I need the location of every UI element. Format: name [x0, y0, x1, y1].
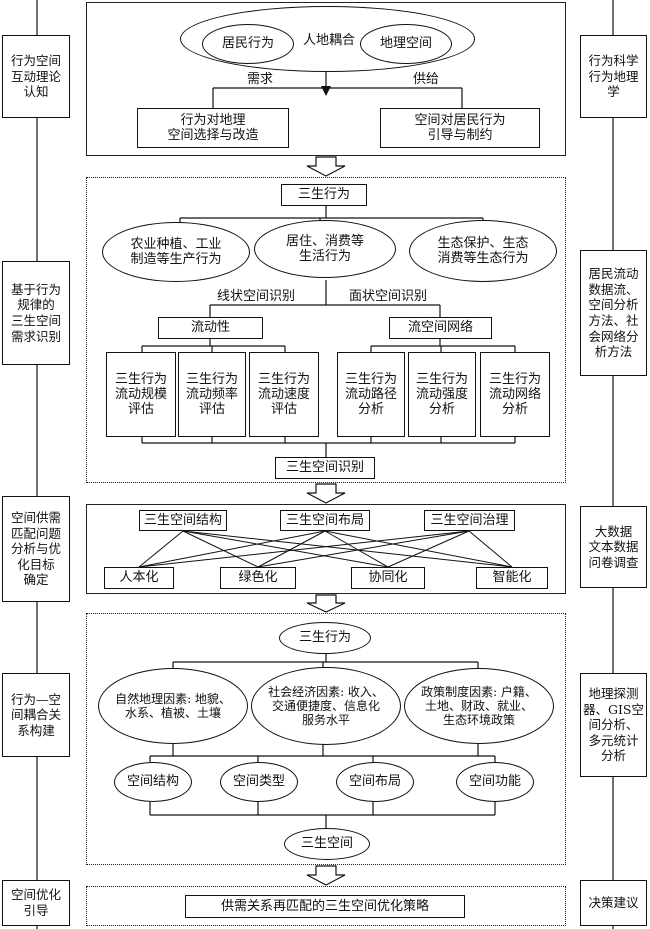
- s4-behavior-ellipse: 三生行为: [279, 622, 371, 654]
- s1-down-arrowhead: [321, 86, 331, 96]
- s3-space-governance-box: 三生空间治理: [424, 510, 515, 531]
- s3-link-2-1: [257, 530, 470, 568]
- s3-space-layout-box: 三生空间布局: [280, 510, 370, 531]
- s2-mobility-box: 流动性: [158, 317, 263, 339]
- s2-linear-recognition-label: 线状空间识别: [216, 289, 295, 304]
- s2-title-box: 三生行为: [281, 184, 367, 206]
- s4-policy-factor-ellipse: 政策制度因素: 户籍、 土地、财政、就业、 生态环境政策: [404, 668, 554, 744]
- s4-space-type-ellipse: 空间类型: [220, 762, 298, 802]
- section4-frame: [86, 613, 566, 865]
- s4-space-function-ellipse: 空间功能: [456, 762, 534, 802]
- left-step-2: 基于行为 规律的 三生空间 需求识别: [2, 261, 70, 365]
- s2-flow-network-analysis-box: 三生行为 流动网络 分析: [480, 352, 550, 437]
- s1-demand-label: 需求: [246, 72, 273, 87]
- block-arrow-1: [306, 156, 346, 177]
- s3-link-2-0: [138, 530, 470, 568]
- s3-link-2-3: [468, 530, 513, 568]
- s5-strategy-box: 供需关系再匹配的三生空间优化策略: [185, 895, 465, 918]
- s3-link-1-3: [324, 530, 513, 568]
- s4-space-layout-ellipse: 空间布局: [336, 762, 414, 802]
- s3-coordination-box: 协同化: [351, 567, 425, 589]
- right-method-3: 大数据 文本数据 问卷调查: [580, 506, 647, 588]
- s2-flow-scale-box: 三生行为 流动规模 评估: [106, 352, 176, 437]
- s3-link-0-2: [182, 530, 389, 568]
- s3-link-1-1: [257, 530, 326, 568]
- s3-link-1-0: [138, 530, 326, 568]
- s2-area-recognition-label: 面状空间识别: [348, 289, 427, 304]
- s2-space-recognition-box: 三生空间识别: [275, 457, 375, 479]
- right-method-1: 行为科学 行为地理 学: [580, 35, 647, 118]
- s1-geographic-space-ellipse: 地理空间: [360, 24, 452, 64]
- s2-ecological-behavior-ellipse: 生态保护、生态 消费等生态行为: [409, 220, 557, 282]
- s1-supply-label: 供给: [412, 72, 439, 87]
- s3-link-0-1: [182, 530, 259, 568]
- s1-space-on-behavior-box: 空间对居民行为 引导与制约: [380, 108, 540, 148]
- section3-frame: [86, 504, 566, 594]
- s3-link-0-0: [138, 530, 184, 568]
- s3-humanization-box: 人本化: [104, 567, 174, 589]
- s3-space-structure-box: 三生空间结构: [139, 510, 227, 531]
- section5-frame: [86, 886, 566, 926]
- s4-natural-factor-ellipse: 自然地理因素: 地貌、 水系、植被、土壤: [98, 668, 248, 744]
- s4-socioeconomic-factor-ellipse: 社会经济因素: 收入、 交通便捷度、信息化 服务水平: [251, 667, 401, 745]
- s3-connection-web: [138, 530, 513, 568]
- s2-flow-frequency-box: 三生行为 流动频率 评估: [178, 352, 246, 437]
- s3-link-0-3: [182, 530, 513, 568]
- s3-link-2-2: [387, 530, 470, 568]
- left-step-3: 空间供需 匹配问题 分析与优 化目标 确定: [2, 496, 70, 602]
- left-step-1: 行为空间 互动理论 认知: [2, 35, 70, 118]
- s4-three-life-space-ellipse: 三生空间: [284, 828, 370, 860]
- right-method-4: 地理探测 器、GIS空 间分析、 多元统计 分析: [580, 673, 647, 777]
- s3-intelligence-box: 智能化: [476, 567, 548, 589]
- s3-greening-box: 绿色化: [220, 567, 296, 589]
- s2-flow-intensity-box: 三生行为 流动强度 分析: [408, 352, 476, 437]
- section1-frame: [86, 2, 566, 156]
- s2-flow-speed-box: 三生行为 流动速度 评估: [249, 352, 319, 437]
- s2-living-behavior-ellipse: 居住、消费等 生活行为: [254, 220, 396, 278]
- s1-coupling-label: 人地耦合: [302, 33, 355, 48]
- s2-flow-network-box: 流空间网络: [389, 317, 492, 339]
- block-arrow-2: [306, 483, 346, 504]
- right-method-5: 决策建议: [580, 880, 647, 926]
- s2-flow-path-box: 三生行为 流动路径 分析: [337, 352, 405, 437]
- block-arrow-4: [306, 865, 346, 886]
- s4-space-structure-ellipse: 空间结构: [114, 762, 192, 802]
- left-step-4: 行为—空 间耦合关 系构建: [2, 673, 70, 757]
- s3-link-1-2: [324, 530, 389, 568]
- s1-behavior-on-space-box: 行为对地理 空间选择与改造: [137, 108, 289, 148]
- s1-resident-behavior-ellipse: 居民行为: [202, 24, 294, 64]
- s2-production-behavior-ellipse: 农业种植、工业 制造等生产行为: [102, 222, 250, 282]
- right-method-2: 居民流动 数据流、 空间分析 方法、社 会网络分 析方法: [580, 250, 647, 376]
- left-step-5: 空间优化 引导: [2, 880, 70, 926]
- section2-frame: [86, 177, 566, 483]
- block-arrow-3: [306, 594, 346, 613]
